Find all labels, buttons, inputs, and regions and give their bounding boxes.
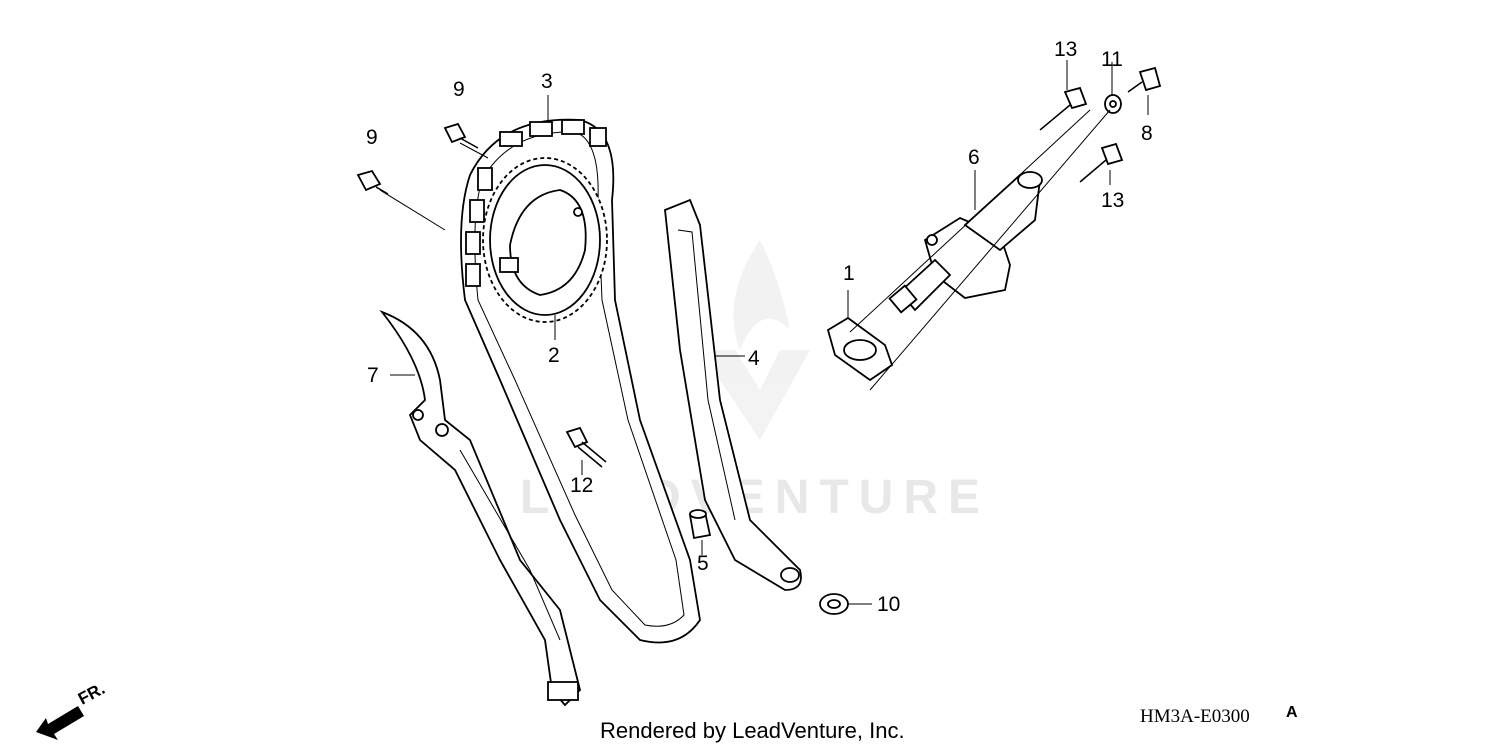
cam-sprocket[interactable]	[482, 157, 608, 323]
pivot-bolt[interactable]	[565, 426, 607, 468]
callout-11: 11	[1101, 48, 1123, 71]
callout-13-lower: 13	[1101, 189, 1124, 212]
callout-8: 8	[1141, 122, 1153, 145]
diagram-code: HM3A-E0300	[1140, 706, 1250, 727]
front-direction-label: FR.	[75, 679, 108, 709]
tensioner-bolt-upper[interactable]	[1039, 86, 1088, 131]
dowel-pin[interactable]	[688, 509, 712, 540]
tensioner-gasket[interactable]	[826, 316, 894, 382]
callout-10: 10	[877, 593, 900, 616]
callout-6: 6	[968, 146, 980, 169]
sprocket-bolt-lower[interactable]	[356, 169, 389, 195]
tensioner-washer[interactable]	[1104, 94, 1122, 114]
sealing-washer[interactable]	[819, 593, 849, 615]
watermark-logo	[700, 240, 810, 440]
callout-5: 5	[697, 552, 709, 575]
front-direction-indicator: FR.	[36, 679, 108, 740]
callout-1: 1	[843, 262, 855, 285]
tensioner-sealing-bolt[interactable]	[1127, 66, 1162, 93]
tensioner-bolt-lower[interactable]	[1079, 142, 1124, 183]
callout-12: 12	[570, 474, 593, 497]
render-credit: Rendered by LeadVenture, Inc.	[600, 718, 905, 743]
cam-chain-guide-front[interactable]	[379, 310, 581, 707]
callout-9-upper: 9	[453, 78, 465, 101]
callout-7: 7	[367, 364, 379, 387]
callout-2: 2	[548, 344, 560, 367]
part-callouts: 1 2 3 4 5 6 7 8 9 9 10 11 12 13 13	[366, 38, 1153, 616]
front-arrow-icon	[36, 706, 84, 740]
cam-chain-tensioner-slider[interactable]	[664, 198, 802, 591]
callout-4: 4	[748, 347, 760, 370]
callout-3: 3	[541, 70, 553, 93]
callout-9-lower: 9	[366, 126, 378, 149]
diagram-revision: A	[1286, 704, 1298, 721]
leader-lines	[379, 60, 1149, 605]
cam-chain-tensioner-lifter[interactable]	[888, 171, 1043, 314]
sprocket-bolt-upper[interactable]	[443, 122, 479, 149]
callout-13-upper: 13	[1054, 38, 1077, 61]
cam-chain-links	[465, 119, 607, 287]
